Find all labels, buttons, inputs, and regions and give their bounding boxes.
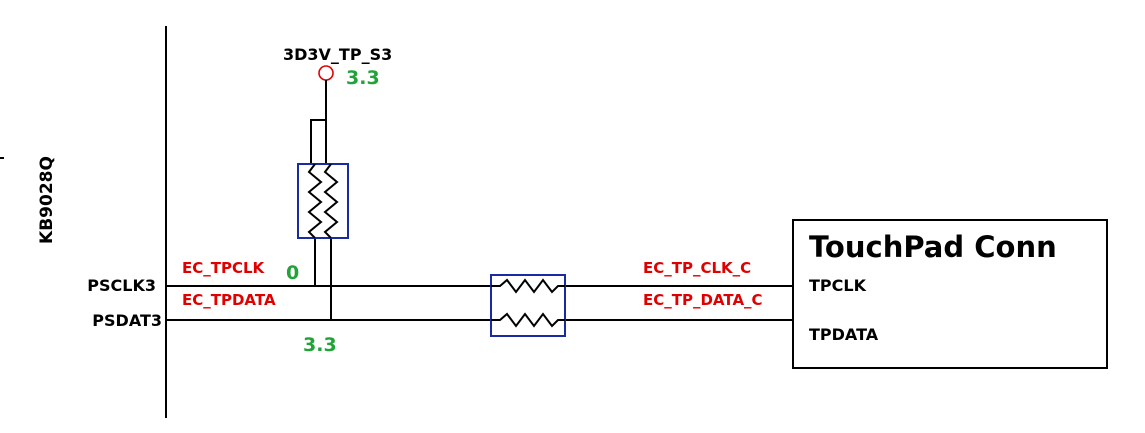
touchpad-connector [792,219,1108,369]
net-label-ec-tpclk: EC_TPCLK [182,259,266,277]
connector-title: TouchPad Conn [809,230,1057,264]
net-label-ec-tp-data-c: EC_TP_DATA_C [643,291,763,309]
wire-pullup-bridge [310,119,326,164]
resistor-icon [491,312,565,328]
net-label-ec-tp-clk-c: EC_TP_CLK_C [643,259,751,277]
connector-pin-tpclk: TPCLK [809,276,867,295]
chip-name-label: KB9028Q [37,156,57,244]
net-label-ec-tpdata: EC_TPDATA [182,291,276,309]
probe-voltage-clk: 0 [286,262,299,284]
power-marker-icon [318,65,334,81]
resistor-icon [307,163,323,239]
chip-pin-psclk3: PSCLK3 [87,276,156,295]
probe-voltage-data: 3.3 [303,334,337,356]
pullup-resistor-pack [297,163,349,239]
resistor-icon [491,278,565,294]
series-resistor-pack [490,274,566,337]
power-net-label: 3D3V_TP_S3 [283,45,392,64]
connector-pin-tpdata: TPDATA [809,325,879,344]
chip-pin-psdat3: PSDAT3 [92,311,162,330]
resistor-icon [323,163,339,239]
power-voltage-label: 3.3 [346,67,380,89]
